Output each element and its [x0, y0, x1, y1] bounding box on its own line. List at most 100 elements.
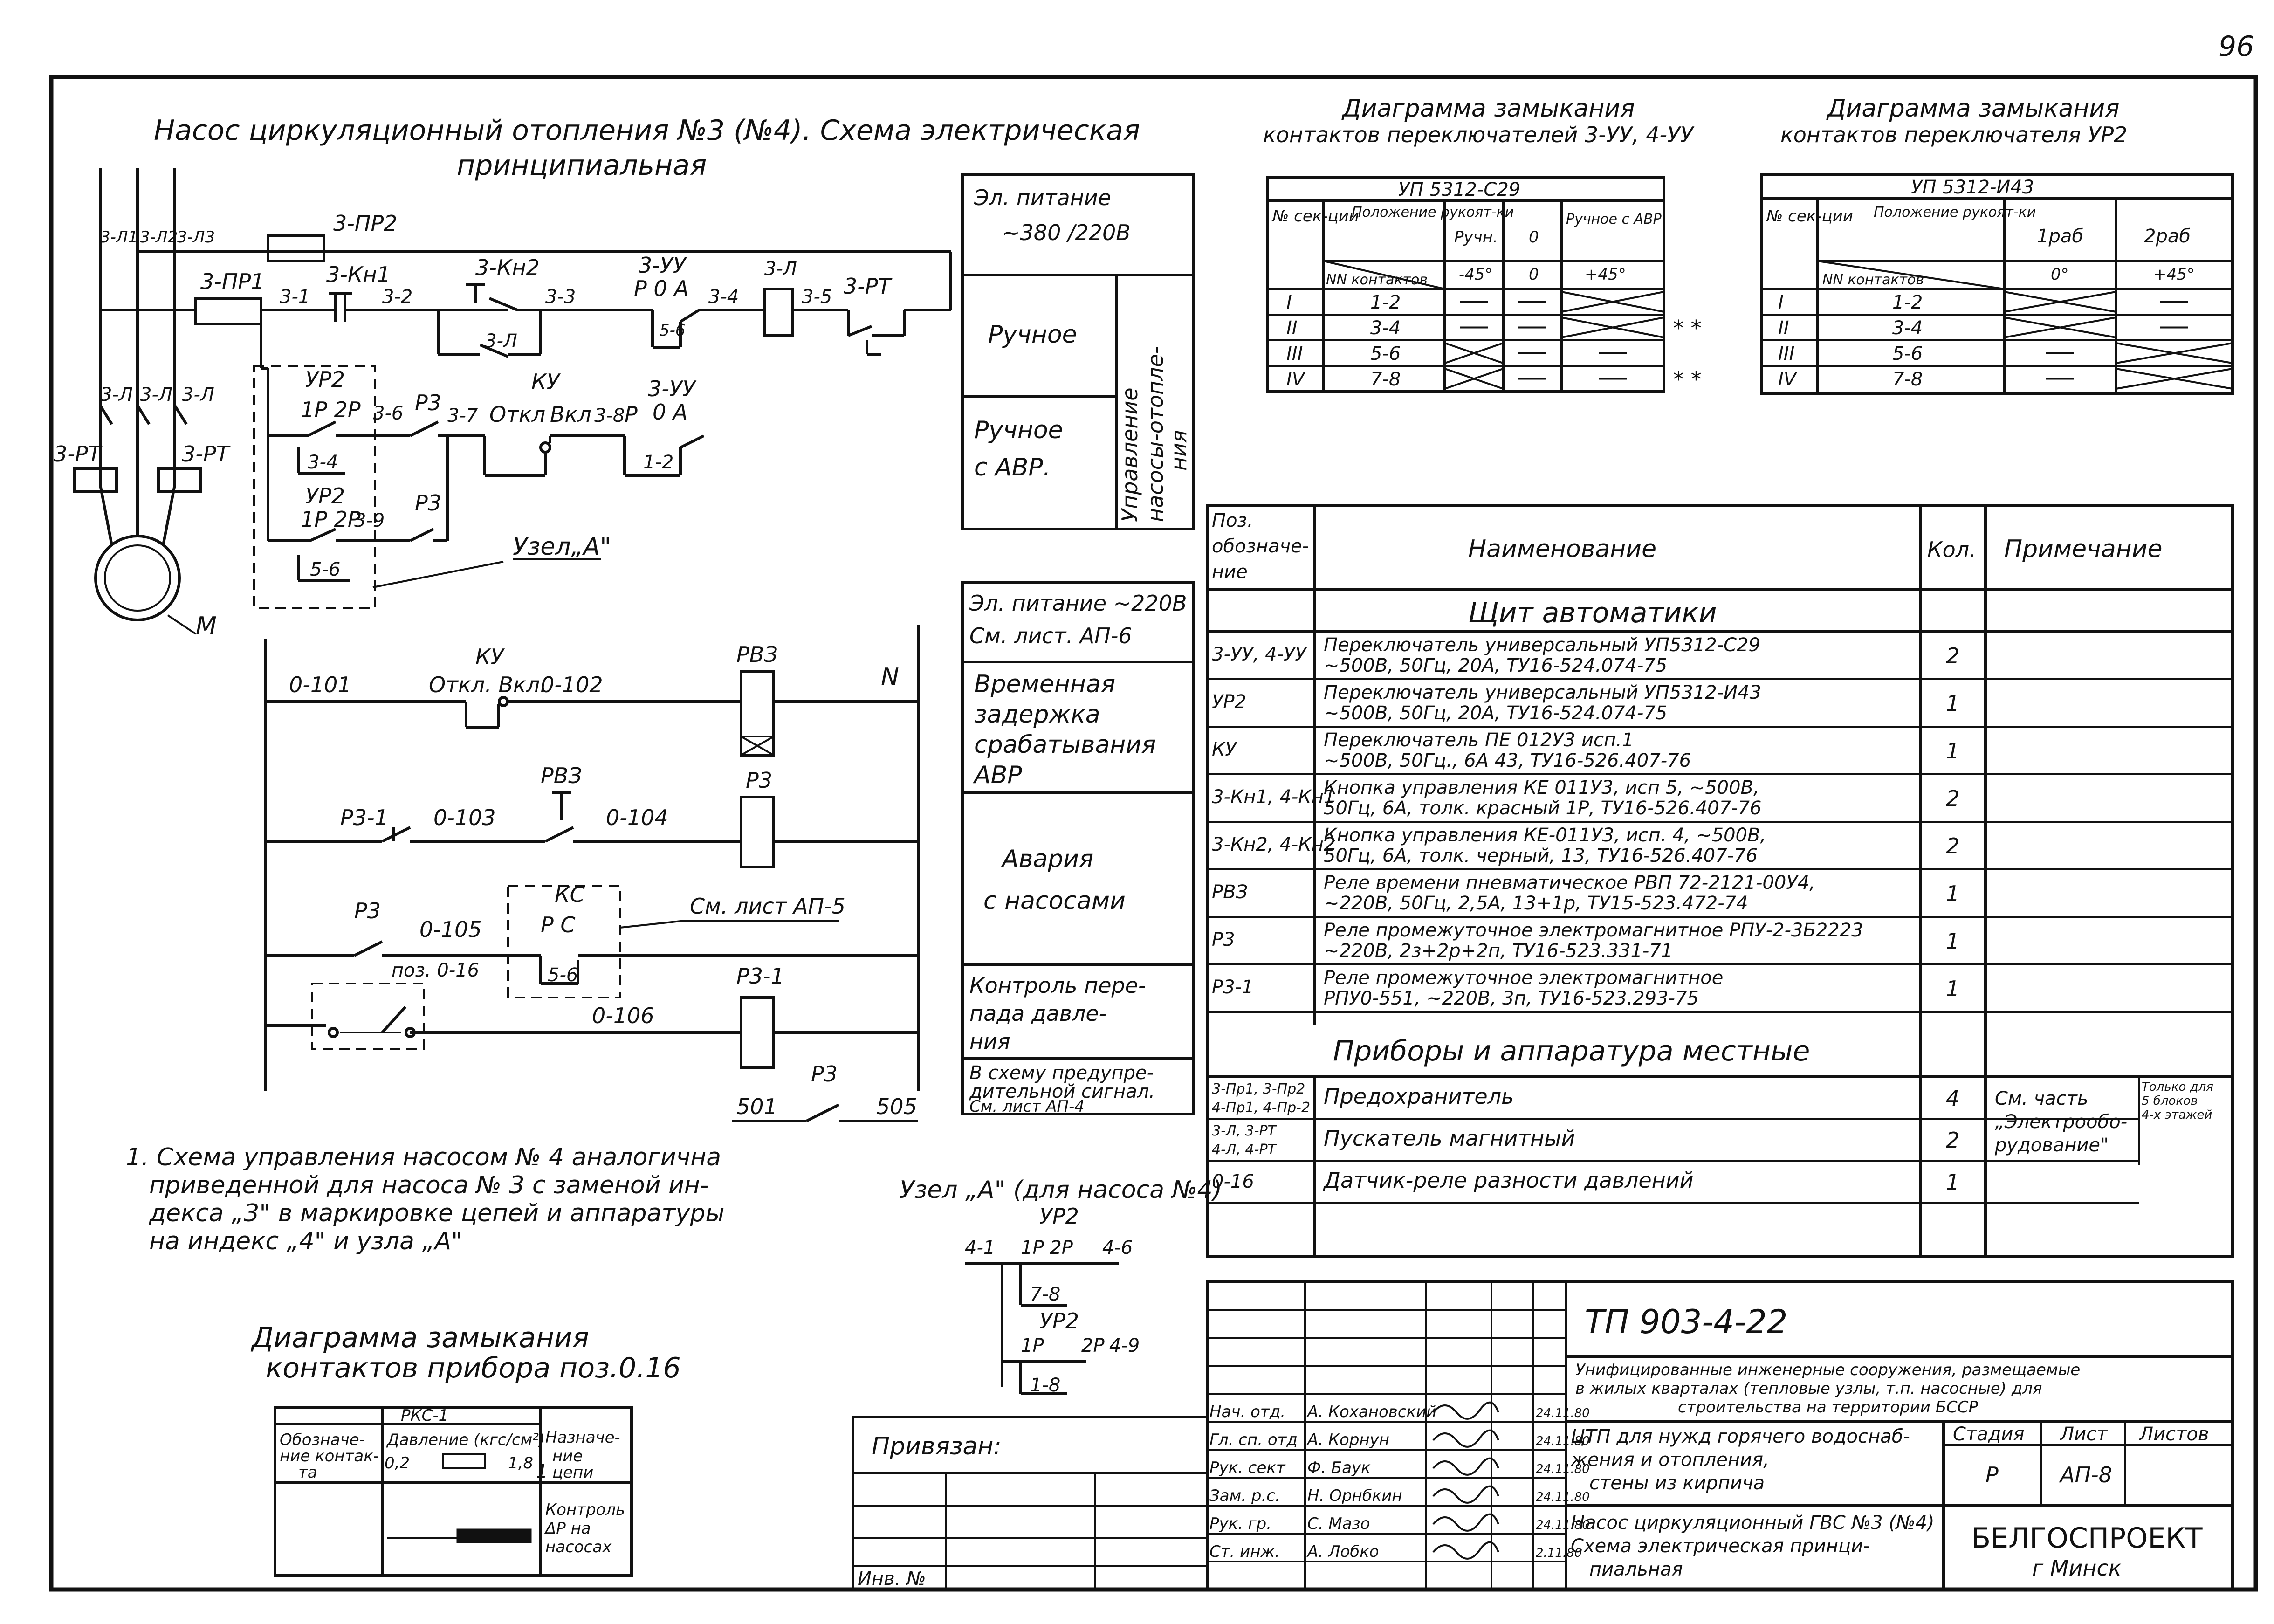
spec-table: Поз. обозначе- ние Наименование Кол. При… [1206, 504, 2234, 1258]
svg-text:насосах: насосах [545, 1538, 612, 1556]
svg-text:1. Схема управления насосом №: 1. Схема управления насосом № 4 аналогич… [126, 1143, 721, 1171]
svg-text:1Р 2Р: 1Р 2Р [301, 397, 361, 422]
spec-name: Переключатель универсальный УП5312-И43 [1324, 682, 1761, 703]
section-number: II [1778, 317, 1789, 339]
spec-name: ~500В, 50Гц., 6А 43, ТУ16-526.407-76 [1324, 750, 1691, 771]
svg-text:3-УУ: 3-УУ [639, 253, 687, 278]
svg-text:NN контактов: NN контактов [1326, 272, 1428, 288]
svg-text:1Р 2Р: 1Р 2Р [301, 507, 361, 532]
svg-text:Стадия: Стадия [1953, 1424, 2024, 1445]
spec-pos: 0-16 [1212, 1171, 1254, 1192]
spec-pos: Р3-1 [1212, 977, 1253, 998]
staff-role: Ст. инж. [1209, 1542, 1280, 1561]
staff-date: 24.11.80 [1536, 1406, 1590, 1420]
svg-text:1Р: 1Р [1021, 1335, 1044, 1356]
section-number: I [1778, 292, 1784, 313]
svg-text:с АВР.: с АВР. [974, 454, 1051, 482]
svg-text:1: 1 [536, 1461, 548, 1482]
spec-name: Переключатель ПЕ 012У3 исп.1 [1324, 729, 1634, 751]
svg-text:„Электрообо-: „Электрообо- [1995, 1111, 2127, 1133]
svg-text:4-х этажей: 4-х этажей [2142, 1108, 2212, 1122]
spec-pos: УР2 [1212, 691, 1246, 713]
section-number: I [1286, 292, 1292, 313]
svg-text:3-4: 3-4 [708, 286, 739, 308]
svg-text:КУ: КУ [475, 644, 505, 669]
svg-text:Ручное: Ручное [974, 416, 1063, 444]
staff-name: Н. Орнбкин [1307, 1486, 1402, 1505]
svg-text:7-8: 7-8 [1030, 1284, 1060, 1305]
spec-qty: 1 [1946, 881, 1959, 906]
svg-text:контактов переключателей 3-УУ,: контактов переключателей 3-УУ, 4-УУ [1263, 122, 1695, 147]
spec-pos: 3-Пр1, 3-Пр2 [1212, 1081, 1305, 1097]
svg-text:Эл. питание: Эл. питание [974, 185, 1111, 210]
svg-text:NN контактов: NN контактов [1822, 272, 1924, 288]
spec-qty: 2 [1946, 833, 1959, 859]
spec-name: РПУ0-551, ~220В, 3п, ТУ16-523.293-75 [1324, 988, 1699, 1009]
spec-qty: 1 [1946, 929, 1959, 954]
svg-text:Узел„А": Узел„А" [513, 533, 611, 561]
svg-text:Контроль: Контроль [545, 1500, 625, 1519]
svg-text:декса „3" в маркировке цепей и: декса „3" в маркировке цепей и аппаратур… [149, 1199, 724, 1227]
cross-mark [1444, 342, 1504, 364]
signature-mark [1432, 1457, 1499, 1476]
svg-text:та: та [298, 1463, 317, 1482]
staff-date: 24.11.80 [1536, 1434, 1590, 1448]
svg-text:Диаграмма замыкания: Диаграмма замыкания [1826, 95, 2119, 123]
spec-pos: 3-Кн2, 4-Кн2 [1212, 834, 1335, 855]
svg-text:жения и отопления,: жения и отопления, [1570, 1449, 1769, 1471]
svg-text:Кол.: Кол. [1927, 537, 1976, 562]
svg-text:приведенной для насоса № 3 с з: приведенной для насоса № 3 с заменой ин- [149, 1171, 709, 1199]
spec-qty: 2 [1946, 643, 1959, 668]
svg-text:Р3: Р3 [746, 768, 772, 793]
svg-text:№ сек-ции: № сек-ции [1766, 207, 1853, 226]
svg-text:1Р 2Р: 1Р 2Р [1021, 1237, 1073, 1259]
svg-text:контактов прибора поз.0.16: контактов прибора поз.0.16 [266, 1352, 681, 1384]
staff-role: Нач. отд. [1209, 1403, 1285, 1421]
svg-text:Р3-1: Р3-1 [736, 963, 784, 989]
cross-mark [1444, 368, 1504, 390]
staff-role: Зам. р.с. [1209, 1486, 1280, 1505]
contact-pair: 3-4 [1370, 317, 1401, 339]
svg-text:Р3: Р3 [415, 390, 441, 415]
svg-text:Листов: Листов [2138, 1424, 2209, 1445]
spec-qty: 1 [1946, 1170, 1959, 1195]
svg-text:ние контак-: ние контак- [280, 1447, 379, 1466]
svg-text:Ручное: Ручное [988, 321, 1077, 349]
spec-pos: 3-Кн1, 4-Кн1 [1212, 786, 1335, 808]
svg-text:Поз.: Поз. [1212, 510, 1253, 531]
svg-text:3-Кн1: 3-Кн1 [326, 262, 391, 287]
spec-qty: 2 [1946, 786, 1959, 811]
svg-text:КУ: КУ [531, 369, 561, 394]
svg-text:№ сек-ции: № сек-ции [1271, 207, 1359, 226]
svg-text:дительной сигнал.: дительной сигнал. [969, 1081, 1155, 1102]
svg-text:Наименование: Наименование [1468, 535, 1656, 563]
diagram-uu: Диаграмма замыкания контактов переключат… [1263, 95, 1702, 393]
svg-text:ние: ние [1212, 561, 1248, 583]
staff-name: Ф. Баук [1307, 1459, 1371, 1477]
svg-text:стены из кирпича: стены из кирпича [1589, 1473, 1765, 1494]
svg-text:0-104: 0-104 [606, 805, 668, 830]
power-schematic: Насос циркуляционный отопления №3 (№4). … [54, 114, 1140, 640]
control-circuit: N 0-101 КУ Откл. Вкл. 0-102 РВЗ Р3-1 0-1… [264, 625, 920, 1122]
svg-text:поз. 0-16: поз. 0-16 [392, 960, 479, 981]
svg-text:УП 5312-И43: УП 5312-И43 [1911, 177, 2034, 198]
diagram-up: Диаграмма замыкания контактов переключат… [1760, 95, 2234, 395]
svg-text:ние: ние [552, 1447, 583, 1466]
svg-text:АП-8: АП-8 [2059, 1462, 2112, 1487]
svg-text:Назначе-: Назначе- [545, 1428, 620, 1447]
section-number: IV [1286, 369, 1306, 390]
svg-text:Схема электрическая принци-: Схема электрическая принци- [1571, 1535, 1870, 1557]
svg-text:3-6: 3-6 [373, 403, 403, 424]
node-a-pump4: Узел „А" (для насоса №4) УР2 4-1 1Р 2Р 4… [900, 1176, 1222, 1396]
spec-pos: 4-Пр1, 4-Пр-2 [1212, 1100, 1310, 1116]
svg-text:0: 0 [1529, 265, 1539, 284]
svg-text:ЦТП для нужд горячего водоснаб: ЦТП для нужд горячего водоснаб- [1571, 1426, 1910, 1447]
svg-text:Только для: Только для [2142, 1080, 2213, 1094]
staff-name: А. Лобко [1306, 1542, 1379, 1561]
contact-pair: 5-6 [1370, 343, 1401, 365]
svg-text:3-5: 3-5 [802, 286, 832, 308]
svg-text:Примечание: Примечание [2004, 535, 2163, 563]
spec-name: Предохранитель [1324, 1084, 1514, 1109]
svg-text:3-9: 3-9 [354, 510, 385, 531]
